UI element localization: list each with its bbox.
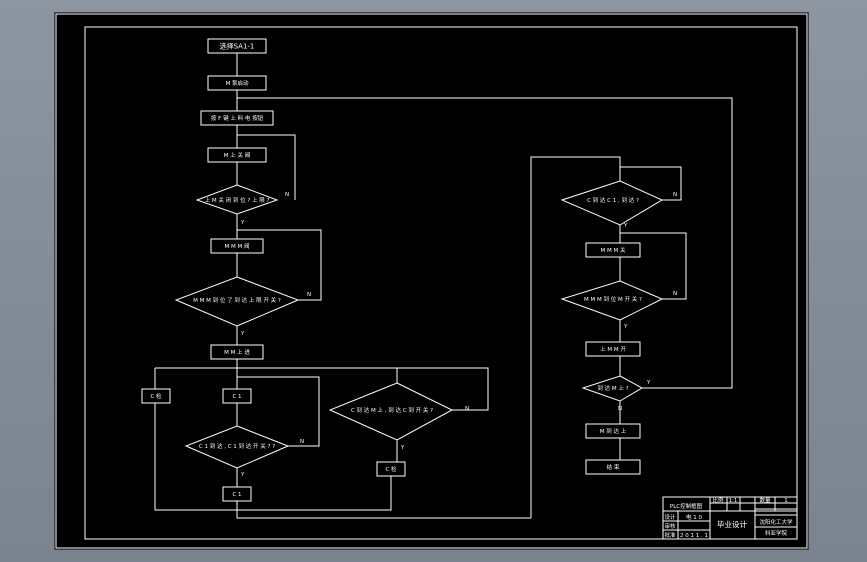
step-box-6[interactable]: M M 上 进	[210, 344, 264, 360]
decision-4[interactable]: C 到 达 M 上 , 到 达 C 到 开 关 ?	[328, 382, 454, 441]
cad-drawing-canvas: 选择SA1-1 M 泵启动 按 F 键 上 料 电 按钮 M 上 关 阀 上 M…	[55, 13, 808, 549]
decision-label: C 1 到 达 , C 1 到 达 开 关 ? ?	[199, 442, 275, 450]
role-approve: 批准	[664, 531, 676, 539]
branch-no-label: N	[300, 439, 304, 445]
branch-no-label: N	[618, 406, 622, 412]
step-label: C 检	[385, 465, 397, 473]
step-box-9[interactable]: C 1	[222, 486, 252, 502]
inner-frame	[84, 26, 798, 540]
scale-value: 1:1	[729, 498, 738, 504]
step-box-r4[interactable]: 上 M M 开	[585, 341, 641, 357]
decision-r3[interactable]: M M M 到 位 M 开 关 ?	[560, 280, 664, 321]
drawing-title: PLC控制框图	[670, 502, 703, 510]
branch-no-label: N	[465, 406, 469, 412]
step-box-8[interactable]: C 1	[222, 388, 252, 404]
branch-no-label: N	[285, 192, 289, 198]
step-label: 结 束	[607, 463, 620, 471]
drawing-date: 2 0 1 1 . 1	[680, 533, 708, 539]
loop-d1	[237, 134, 296, 200]
step-label: M M M 关	[601, 246, 626, 254]
qty-value: 1	[784, 498, 788, 504]
step-label: M 上 关 阀	[224, 151, 251, 159]
step-label: 选择SA1-1	[220, 42, 255, 51]
decision-label: 上 M 关 闭 到 位 ? 上 限 ?	[205, 196, 270, 204]
loop-r3	[620, 232, 687, 300]
loop-d3	[236, 376, 320, 487]
decision-3[interactable]: C 1 到 达 , C 1 到 达 开 关 ? ?	[184, 425, 290, 469]
loop-r1	[620, 166, 682, 201]
step-label: C 1	[232, 394, 241, 400]
branch-yes-label: Y	[623, 324, 628, 330]
scale-label: 比例	[712, 496, 724, 504]
role-design: 设计	[664, 513, 676, 521]
step-label: M 到 达 上	[600, 427, 627, 435]
loop-d2	[237, 229, 322, 301]
step-box-2[interactable]: M 泵启动	[207, 75, 267, 91]
split-bar	[154, 359, 488, 389]
decision-r5[interactable]: 到 达 M 上 ?	[581, 375, 644, 402]
step-label: M M 上 进	[224, 348, 250, 356]
branch-no-label: N	[673, 291, 677, 297]
step-label: 上 M M 开	[600, 345, 626, 353]
step-label: C 1	[232, 492, 241, 498]
department-name: 科亚学院	[765, 529, 788, 537]
step-box-3[interactable]: 按 F 键 上 料 电 按钮	[200, 110, 274, 126]
step-box-4[interactable]: M 上 关 阀	[207, 147, 267, 163]
decision-label: M M M 到 位 了 到 达 上 限 开 关 ?	[193, 296, 281, 304]
loop-d4	[397, 367, 489, 411]
step-box-7[interactable]: C 检	[141, 388, 171, 404]
qty-label: 数量	[759, 496, 771, 504]
doc-type: 毕业设计	[717, 519, 747, 529]
designer-name: 电 1 0	[686, 513, 702, 521]
step-box-r2[interactable]: M M M 关	[585, 242, 641, 258]
step-box-10[interactable]: C 检	[376, 461, 406, 477]
step-box-r6[interactable]: M 到 达 上	[585, 423, 641, 439]
step-box-5[interactable]: M M M 阀	[210, 238, 264, 254]
decision-2[interactable]: M M M 到 位 了 到 达 上 限 开 关 ?	[174, 276, 300, 327]
decision-r1[interactable]: C 到 达 C 1 , 到 达 ?	[560, 180, 664, 226]
branch-no-label: N	[307, 292, 311, 298]
step-label: M M M 阀	[225, 242, 250, 250]
step-label: M 泵启动	[226, 79, 249, 87]
decision-label: C 到 达 M 上 , 到 达 C 到 开 关 ?	[351, 406, 433, 414]
decision-label: 到 达 M 上 ?	[597, 384, 628, 392]
decision-1[interactable]: 上 M 关 闭 到 位 ? 上 限 ?	[195, 184, 279, 215]
role-review: 审核	[664, 522, 676, 530]
return-line-top	[237, 97, 733, 389]
branch-no-label: N	[673, 192, 677, 198]
flowchart-drawing: 选择SA1-1 M 泵启动 按 F 键 上 料 电 按钮 M 上 关 阀 上 M…	[55, 13, 808, 549]
step-label: 按 F 键 上 料 电 按钮	[211, 114, 264, 122]
outer-frame	[55, 13, 808, 549]
decision-label: M M M 到 位 M 开 关 ?	[584, 295, 642, 303]
step-box-1[interactable]: 选择SA1-1	[207, 38, 267, 54]
branch-yes-label: Y	[400, 445, 405, 451]
decision-label: C 到 达 C 1 , 到 达 ?	[587, 196, 639, 204]
branch-yes-label: Y	[646, 380, 651, 386]
merge-bar	[154, 403, 531, 519]
school-name: 沈阳化工大学	[759, 518, 793, 526]
branch-yes-label: Y	[623, 223, 628, 229]
step-box-r7[interactable]: 结 束	[585, 459, 641, 475]
title-block: PLC控制框图 设计 审核 批准 电 1 0 2 0 1 1 . 1 比例 1:…	[662, 496, 798, 540]
branch-yes-label: Y	[240, 331, 245, 337]
branch-yes-label: Y	[240, 472, 245, 478]
to-right-column	[530, 156, 621, 518]
step-label: C 检	[150, 392, 162, 400]
branch-yes-label: Y	[240, 220, 245, 226]
